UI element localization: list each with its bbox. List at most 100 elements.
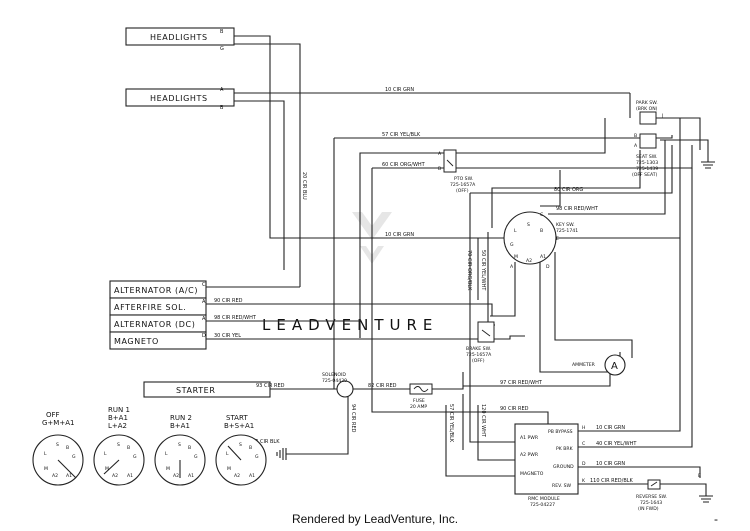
- seat-sw-label: SEAT SW.: [636, 154, 657, 160]
- park-sw-label: PARK SW.: [636, 100, 658, 106]
- terminal-a2: A2: [52, 473, 58, 479]
- wire-label: 90 CIR RED: [500, 406, 529, 412]
- starter: STARTER: [143, 381, 271, 398]
- wire-label: 10 CIR GRN: [596, 461, 625, 467]
- terminal-l: L: [226, 451, 229, 457]
- terminal-b: B: [188, 445, 191, 451]
- terminal-s: S: [56, 442, 59, 448]
- terminal-c: C: [202, 282, 206, 288]
- wire-label: 50 CIR YEL/WHT: [480, 250, 486, 291]
- headlights-1: HEADLIGHTS B G: [125, 27, 235, 52]
- key-position-off: OFF G+M+A1 S B L G M A2 A1: [32, 411, 84, 486]
- afterfire-sol-label: AFTERFIRE SOL.: [114, 303, 186, 312]
- terminal-a2: A2: [526, 258, 532, 264]
- terminal-d: D: [582, 461, 586, 467]
- reverse-switch: REVERSE SW. 725-1643 (IN FWD) E: [636, 473, 701, 512]
- park-switch: PARK SW. (BRK ON) J: [636, 100, 663, 125]
- ground-icon: [276, 448, 287, 460]
- wire-label: 13 CIR BLK: [252, 439, 280, 445]
- terminal-b: B: [66, 445, 69, 451]
- terminal-a: A: [510, 264, 514, 270]
- terminal-s: S: [178, 442, 181, 448]
- terminal-g: G: [194, 454, 198, 460]
- terminal-b: B: [220, 29, 224, 35]
- solenoid: SOLENOID 725-04439: [322, 372, 354, 398]
- terminal-c: C: [582, 441, 585, 447]
- seat-switch: SEAT SW. 725-1303 725-1439 (OFF SEAT) B …: [632, 133, 658, 178]
- pto-sw-label: PTO SW.: [454, 176, 473, 182]
- ammeter: A AMMETER: [572, 354, 626, 376]
- terminal-g: G: [255, 454, 259, 460]
- pto-sw-state: (OFF): [456, 188, 469, 194]
- terminal-s: S: [527, 222, 530, 228]
- terminal-a: A: [634, 143, 638, 149]
- wire-label: 120 CIR WHT: [480, 404, 486, 438]
- terminal-b: B: [540, 228, 543, 234]
- alternator-block: ALTERNATOR (A/C) AFTERFIRE SOL. ALTERNAT…: [109, 280, 207, 350]
- key-sw-part: 725-1741: [556, 228, 578, 234]
- terminal-a1: A1: [249, 473, 255, 479]
- terminal-g: G: [133, 454, 137, 460]
- terminal-a2: A2: [112, 473, 118, 479]
- terminal-k: K: [582, 478, 586, 484]
- ground-symbols: [276, 155, 715, 503]
- terminal-b: B: [249, 445, 252, 451]
- key-position-combo: B+S+A1: [224, 422, 254, 430]
- ground-icon: [701, 155, 715, 169]
- wire-label: 70 CIR ORG/BLK: [466, 250, 472, 291]
- rmc-terminal-rev-sw: REV. SW: [552, 483, 571, 489]
- brake-sw-label: BRAKE SW.: [466, 346, 491, 352]
- key-position-name: OFF: [46, 411, 60, 419]
- rmc-terminal-a2-pwr: A2 PWR: [520, 452, 539, 458]
- terminal-m: M: [514, 254, 518, 260]
- reverse-sw-part: 725-1643: [640, 500, 662, 506]
- wire-label: 20 CIR BLU: [301, 172, 307, 200]
- watermark: LEADVENTURE: [262, 212, 432, 334]
- key-position-combo: B+A1: [108, 414, 128, 422]
- headlights-2-label: HEADLIGHTS: [150, 94, 208, 103]
- terminal-g: G: [72, 454, 76, 460]
- reverse-sw-label: REVERSE SW.: [636, 494, 667, 500]
- wire-label: 10 CIR GRN: [385, 232, 414, 238]
- terminal-b: B: [220, 105, 224, 111]
- terminal-l: L: [165, 451, 168, 457]
- key-position-start: START B+S+A1 S B L G M A2 A1: [215, 414, 267, 486]
- terminal-a1: A1: [540, 254, 546, 260]
- brake-switch: BRAKE SW. 725-1657A (OFF): [466, 321, 495, 364]
- fuse: FUSE 20 AMP: [409, 383, 433, 410]
- rmc-terminal-pk-brk: PK BRK: [556, 446, 574, 452]
- wire-label: 93 CIR RED: [256, 383, 285, 389]
- wire-label: 94 CIR RED: [350, 404, 356, 433]
- key-position-run2: RUN 2 B+A1 S B L G M A2 A1: [154, 414, 206, 486]
- seat-sw-part2: 725-1439: [636, 166, 658, 172]
- terminal-a: A: [202, 299, 206, 305]
- wire-label: 10 CIR GRN: [385, 87, 414, 93]
- terminal-d: D: [202, 333, 206, 339]
- terminal-d: D: [546, 264, 550, 270]
- key-position-name: START: [226, 414, 248, 422]
- key-position-combo2: L+A2: [108, 422, 127, 430]
- terminal-g: G: [220, 46, 224, 52]
- wire-label: 110 CIR RED/BLK: [590, 478, 634, 484]
- pto-sw-part: 725-1657A: [450, 182, 476, 188]
- terminal-a2: A2: [234, 473, 240, 479]
- fuse-label: FUSE: [413, 398, 425, 404]
- wire-label: 40 CIR YEL/WHT: [596, 441, 637, 447]
- magneto-label: MAGNETO: [114, 337, 159, 346]
- brake-sw-state: (OFF): [472, 358, 485, 364]
- terminal-a1: A1: [127, 473, 133, 479]
- key-position-name: RUN 2: [170, 414, 192, 422]
- wires: [206, 35, 709, 490]
- ammeter-symbol: A: [611, 361, 618, 372]
- rmc-terminal-ground: GROUND: [553, 464, 574, 470]
- wire-label: 10 CIR GRN: [596, 425, 625, 431]
- terminal-m: M: [166, 466, 170, 472]
- rmc-terminal-pb-bypass: PB BYPASS: [548, 429, 573, 435]
- headlights-1-label: HEADLIGHTS: [150, 33, 208, 42]
- terminal-e: E: [556, 236, 559, 242]
- headlights-2: HEADLIGHTS A B: [125, 87, 235, 111]
- rmc-module-label: RMC MODULE: [528, 496, 560, 502]
- key-position-legend: OFF G+M+A1 S B L G M A2 A1 RUN 1 B+A1 L+…: [32, 406, 267, 486]
- reverse-sw-state: (IN FWD): [638, 506, 659, 512]
